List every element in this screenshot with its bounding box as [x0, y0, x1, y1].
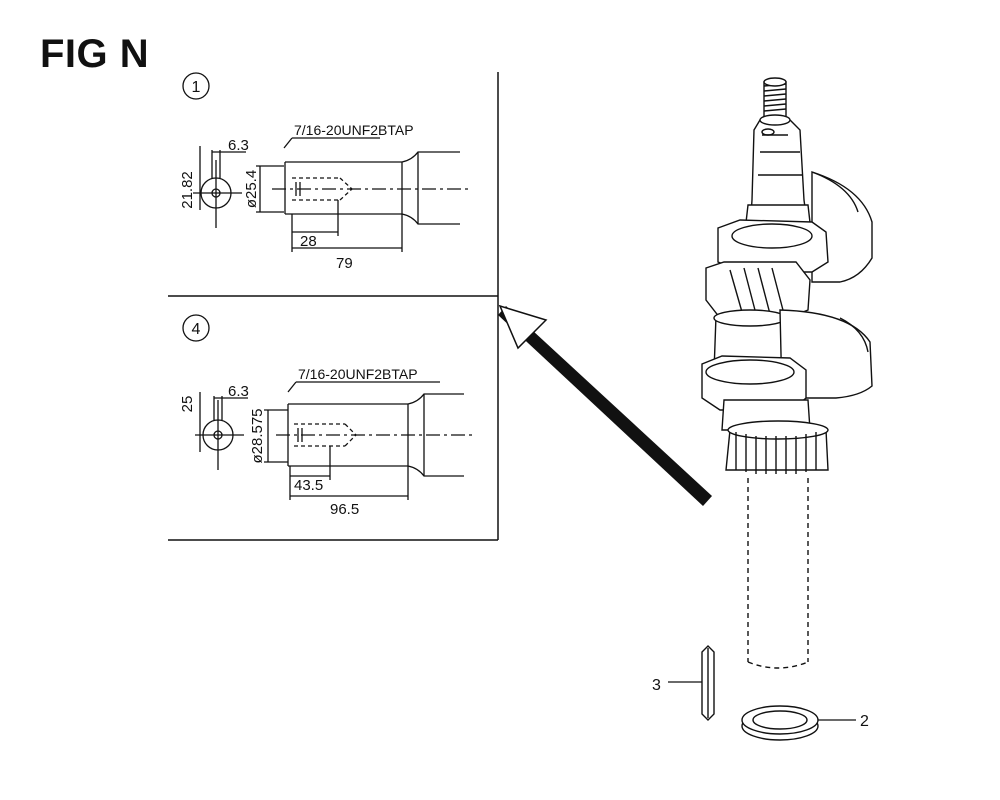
key-part — [701, 645, 715, 721]
detail-1-thread-spec: 7/16-20UNF2BTAP — [294, 122, 414, 138]
figure-title: FIG N — [40, 32, 150, 76]
detail-4-height: 25 — [179, 396, 196, 413]
detail-1-depth: 28 — [300, 233, 317, 250]
detail-4: 4 25 6.3 — [179, 314, 472, 518]
detail-4-keyway: 6.3 — [228, 383, 249, 400]
crankshaft-lower-shaft-hidden — [747, 478, 809, 669]
crankshaft-timing-gear — [725, 420, 829, 474]
crankshaft-thread-tip — [763, 77, 787, 121]
detail-4-marker: 4 — [192, 321, 201, 338]
detail-4-marker-circle — [182, 314, 210, 342]
detail-1: 1 21.82 6.3 — [179, 72, 470, 272]
crankshaft-illustration — [701, 77, 873, 669]
detail-1-marker: 1 — [192, 79, 201, 96]
washer-part — [741, 705, 819, 741]
detail-4-depth: 43.5 — [294, 477, 323, 494]
detail-1-height: 21.82 — [179, 171, 196, 209]
pointer-arrow — [498, 304, 712, 506]
callout-2-label: 2 — [860, 713, 869, 730]
detail-4-side-view — [264, 381, 472, 500]
detail-1-length: 79 — [336, 255, 353, 272]
detail-1-side-view — [256, 137, 470, 252]
detail-4-diameter: ø28.575 — [249, 408, 266, 463]
detail-panel-frame — [168, 72, 499, 541]
detail-4-length: 96.5 — [330, 501, 359, 518]
detail-4-thread-spec: 7/16-20UNF2BTAP — [298, 366, 418, 382]
callout-2: 2 — [818, 713, 869, 730]
detail-1-diameter: ø25.4 — [243, 170, 260, 208]
detail-1-end-view — [193, 146, 246, 228]
detail-4-end-view — [195, 392, 248, 470]
detail-1-keyway: 6.3 — [228, 137, 249, 154]
detail-1-marker-circle — [182, 72, 210, 100]
callout-3-label: 3 — [652, 677, 661, 694]
callout-3: 3 — [652, 677, 702, 694]
